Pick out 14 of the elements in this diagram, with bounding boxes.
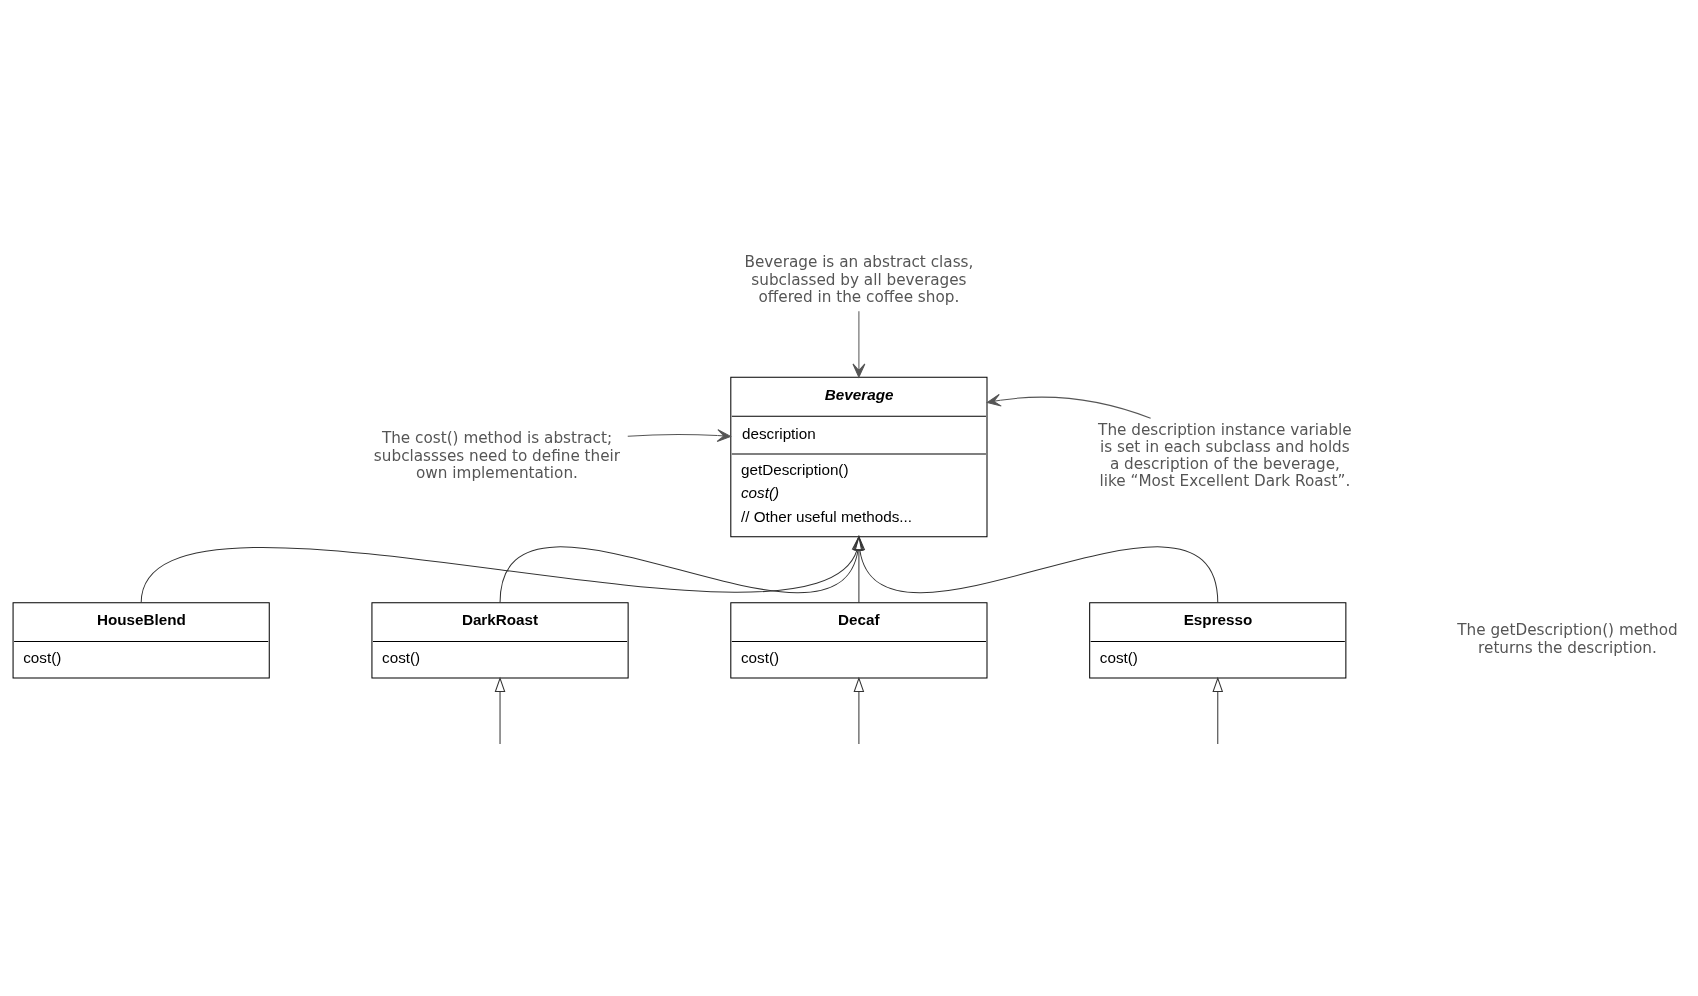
arrow xyxy=(140,535,862,604)
arrow xyxy=(499,535,863,604)
arrow xyxy=(853,535,864,604)
arrow xyxy=(854,535,1218,604)
arrow xyxy=(853,676,864,745)
arrow xyxy=(1211,676,1223,745)
arrow xyxy=(986,393,1151,419)
arrow xyxy=(626,429,731,442)
label: The getDescription() method returns the description. xyxy=(1456,621,1678,657)
node-text: The description instance variable is set in each subclass and holds a description of the beverage, like “Most Excellent Dark Roast”. xyxy=(1097,420,1352,491)
node-text: Beverage is an abstract class, subclassed by all beverages offered in the coffee shop. xyxy=(743,253,973,306)
node-text: The cost() method is abstract; subclassses need to define their own implementation. xyxy=(373,429,620,482)
arrow xyxy=(851,310,865,378)
arrow xyxy=(494,676,505,745)
